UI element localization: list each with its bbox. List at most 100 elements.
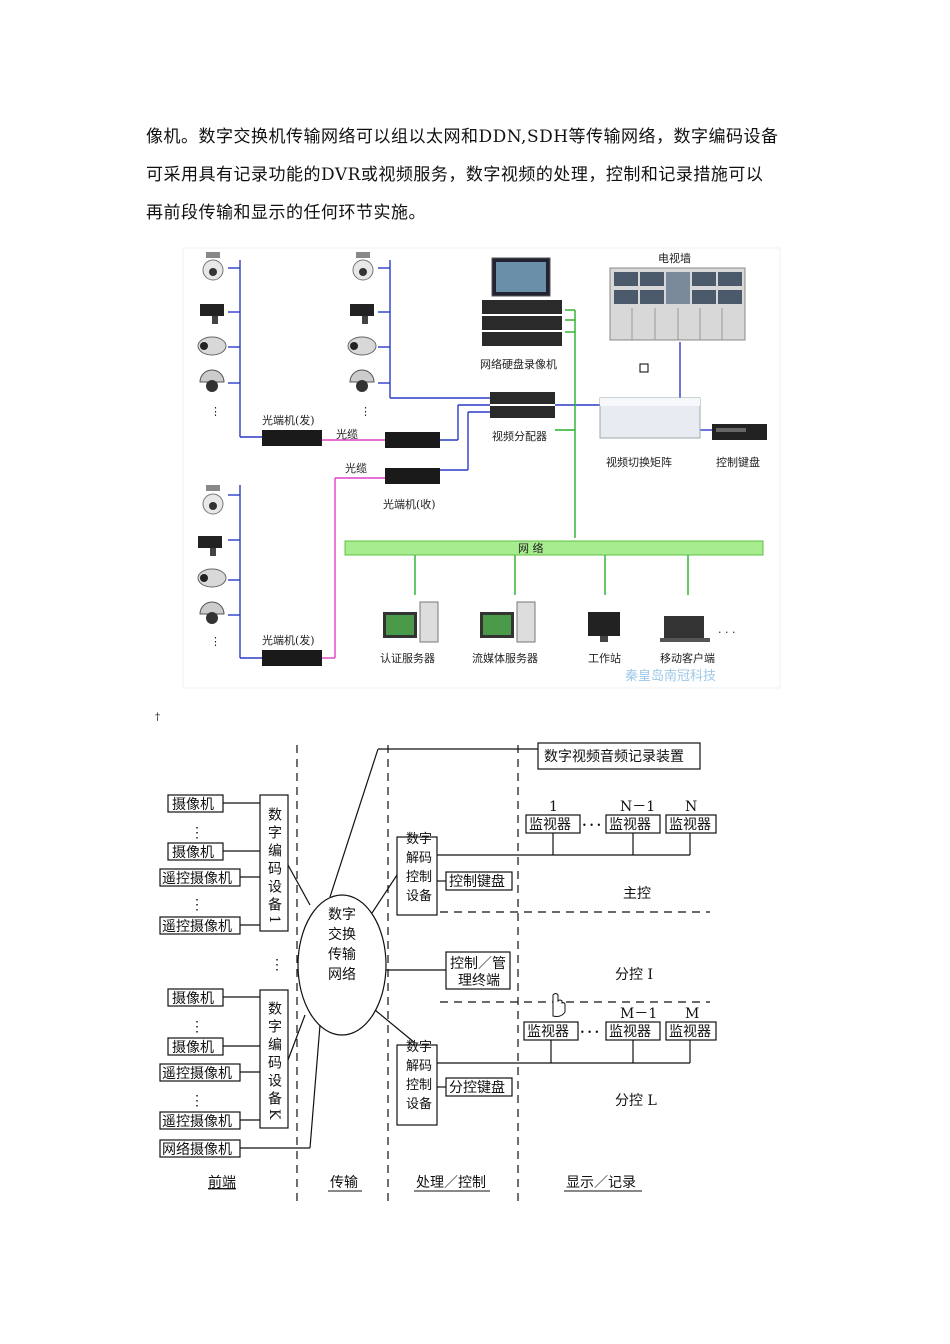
network-lines [414,309,689,595]
switch-matrix: 视频切换矩阵 [599,397,701,469]
dome-camera-icon [202,485,224,515]
vertical-dots: ⋮ [190,825,204,841]
dome-camera-icon [202,252,224,281]
half-dome-camera-icon [199,369,225,392]
mobile-client-label: 移动客户端 [660,651,715,665]
stream-server: 流媒体服务器 [472,601,538,665]
hand-cursor-icon [552,993,566,1017]
fiber-lines [322,439,385,659]
camera-label: 摄像机 [172,991,214,1007]
box-camera-icon [347,336,377,356]
vertical-dots: ⋮ [190,1019,204,1035]
vertical-dots: ⋮ [210,405,221,418]
optical-tx-2: 光端机(发) [262,633,322,666]
encoder-1-label: 数字编码设备1 [266,807,282,928]
optical-rx-label: 光端机(收) [383,497,436,511]
recorder-label: 数字视频音频记录装置 [544,748,684,765]
workstation-label: 工作站 [588,651,621,665]
camera-group-3: ⋮ [197,485,227,648]
monitor-label: 监视器 [609,817,651,833]
top-label-1: 1 [549,799,558,815]
control-keyboard-label: 控制键盘 [716,455,760,469]
workstation: 工作站 [588,612,621,665]
nvr-label: 网络硬盘录像机 [480,357,557,371]
tv-wall: 电视墙 [609,251,746,341]
encoder-k-label: 数字编码设备K [266,1001,282,1123]
optical-tx-1-label: 光端机(发) [262,413,315,427]
optical-rx-box-1 [385,432,440,448]
watermark: 秦皇岛南冠科技 [625,668,716,684]
remote-camera-label: 遥控摄像机 [162,1066,232,1082]
fiber-2-label: 光缆 [345,461,367,475]
camera-label: 摄像机 [172,845,214,861]
dagger-mark: † [155,712,160,723]
network-label: 网 络 [518,541,544,555]
camera-bus-lines [228,260,712,659]
camera-group-2: ⋮ [347,252,377,418]
nvr-device: 网络硬盘录像机 [480,257,562,371]
network-camera-label: 网络摄像机 [162,1142,232,1158]
bottom-label-m-1: M－1 [620,1006,657,1022]
control-keyboard-label: 控制键盘 [449,873,505,890]
monitor-label: 监视器 [669,1024,711,1040]
video-distributor: 视频分配器 [490,392,555,443]
paragraph-line-1: 像机。数字交换机传输网络可以组以太网和DDN,SDH等传输网络，数字编码设备 [146,127,779,147]
monitor-label: 监视器 [669,817,711,833]
bullet-camera-icon [198,536,222,556]
digital-video-system-diagram: 摄像机 摄像机 遥控摄像机 遥控摄像机 摄像机 摄像机 遥控摄像机 遥控摄像机 … [159,742,717,1205]
video-distributor-label: 视频分配器 [492,429,547,443]
top-label-n-1: N－1 [620,799,655,815]
auth-server: 认证服务器 [380,601,439,665]
hdots: • • • [582,821,601,830]
sub-control-l-label: 分控 L [615,1093,657,1109]
top-label-n: N [685,799,697,815]
auth-server-label: 认证服务器 [380,652,435,665]
box-camera-icon [197,336,227,356]
half-dome-camera-icon [199,601,225,624]
sub-control-1-label: 分控 I [615,967,653,983]
optical-rx: 光端机(收) [383,468,440,511]
camera-label: 摄像机 [172,1040,214,1056]
paragraph-line-2: 可采用具有记录功能的DVR或视频服务，数字视频的处理，控制和记录措施可以 [146,165,764,185]
fiber-1-label: 光缆 [336,427,358,441]
dome-camera-icon [352,252,374,281]
switch-matrix-label: 视频切换矩阵 [606,455,672,469]
monitor-label: 监视器 [529,817,571,833]
monitor-label: 监视器 [527,1024,569,1040]
vertical-dots: ⋮ [210,635,221,648]
main-control-label: 主控 [623,886,651,902]
box-camera-icon [197,568,227,588]
decoder-2-label: 数字解码控制设备 [406,1040,432,1112]
vertical-dots: ⋮ [360,405,371,418]
col-processing-label: 处理／控制 [416,1175,486,1191]
hdots: • • • [580,1028,599,1037]
sub-keyboard-label: 分控键盘 [449,1079,505,1096]
network-bar [344,540,764,556]
switch-network-line-3: 传输 [328,947,356,963]
col-display-label: 显示／记录 [566,1175,636,1191]
bullet-camera-icon [350,304,374,324]
control-keyboard: 控制键盘 [712,424,767,469]
surveillance-network-diagram: 网 络 ⋮ [182,247,781,689]
camera-group-1: ⋮ [197,252,227,418]
decoder-1-label: 数字解码控制设备 [406,832,432,904]
vertical-dots: ⋮ [270,957,284,973]
camera-label: 摄像机 [172,797,214,813]
terminal-label-line-2: 理终端 [458,973,500,989]
bullet-camera-icon [200,304,224,324]
bottom-label-m: M [685,1006,699,1022]
switch-network-line-4: 网络 [328,967,356,983]
col-front-label: 前端 [208,1174,236,1191]
switch-network-line-2: 交换 [328,926,356,943]
switch-network-line-1: 数字 [328,907,356,923]
remote-camera-label: 遥控摄像机 [162,871,232,887]
half-dome-camera-icon [349,369,375,392]
small-square-marker [639,363,649,373]
remote-camera-label: 遥控摄像机 [162,919,232,935]
vertical-dots: ⋮ [190,1093,204,1109]
vertical-dots: ⋮ [190,897,204,913]
more-clients-dots: · · · [718,626,735,639]
monitor-label: 监视器 [609,1024,651,1040]
mobile-client: · · · 移动客户端 [660,616,735,665]
body-paragraph: 像机。数字交换机传输网络可以组以太网和DDN,SDH等传输网络，数字编码设备 可… [146,118,826,232]
